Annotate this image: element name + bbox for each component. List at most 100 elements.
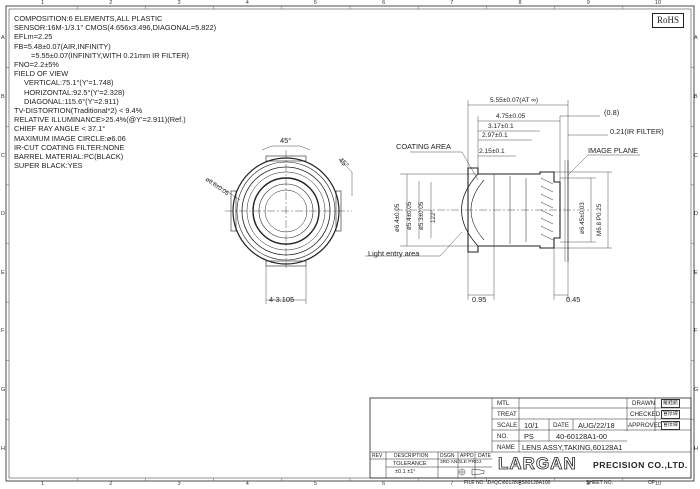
grid-col-top-1: 1 xyxy=(41,0,45,6)
note-image-circle: MAXIMUM IMAGE CIRCLE:ø6.06 xyxy=(14,133,126,143)
note-illuminance: RELATIVE ILLUMINANCE>25.4%(@Y'=2.911)(Re… xyxy=(14,115,186,125)
note-super-black: SUPER BLACK:YES xyxy=(14,161,83,171)
tb-mtl-label: MTL xyxy=(497,400,510,407)
grid-row-left-D: D xyxy=(1,211,5,218)
company-name: PRECISION CO.,LTD. xyxy=(593,460,688,470)
tb-name-label: NAME xyxy=(497,444,515,451)
rohs-badge: RoHS xyxy=(652,13,684,28)
grid-col-bottom-4: 4 xyxy=(245,481,249,487)
dim-0-95: 0.95 xyxy=(472,295,487,304)
grid-row-right-G: G xyxy=(694,387,699,394)
dim-0-8: (0.8) xyxy=(604,108,620,117)
grid-col-top-2: 2 xyxy=(109,0,113,6)
dim-total: 5.55±0.07(AT ∞) xyxy=(490,97,539,104)
tb-drawing-number: 40-60128A1-00 xyxy=(556,432,607,441)
grid-row-left-F: F xyxy=(1,328,5,335)
dia-5-4: ø5.4±0.05 xyxy=(406,201,413,230)
tb-rev-date-label: DATE xyxy=(478,453,491,459)
company-logo: LARGAN xyxy=(498,454,577,474)
grid-col-bottom-6: 6 xyxy=(382,481,386,487)
tb-sheet-value: OF xyxy=(648,480,655,486)
tb-file-number: FILE NO. \D#QC\60128\PS60128A100 xyxy=(464,480,551,486)
tb-rev-label: REV xyxy=(372,453,383,459)
angle-122: 122° xyxy=(430,209,437,223)
note-chief-ray: CHIEF RAY ANGLE < 37.1° xyxy=(14,124,106,134)
title-block-lines xyxy=(369,397,692,479)
grid-col-bottom-9: 9 xyxy=(586,481,590,487)
coating-area-label: COATING AREA xyxy=(396,142,451,151)
grid-row-left-A: A xyxy=(1,35,5,42)
tb-checked-label: CHECKED xyxy=(630,411,661,418)
dim-ir-filter: 0.21(IR FILTER) xyxy=(610,127,664,136)
grid-col-top-9: 9 xyxy=(586,0,590,6)
tb-dsgn-label: DSGN xyxy=(440,453,455,459)
image-plane-label: IMAGE PLANE xyxy=(588,146,639,155)
grid-col-bottom-5: 5 xyxy=(313,481,317,487)
grid-col-top-4: 4 xyxy=(245,0,249,6)
grid-col-top-7: 7 xyxy=(450,0,454,6)
grid-col-bottom-3: 3 xyxy=(177,481,181,487)
grid-row-right-E: E xyxy=(694,269,698,276)
note-fov-vertical: VERTICAL:75.1°(Y'=1.748) xyxy=(24,78,114,88)
tb-stamp-checked: 官厚緯 xyxy=(661,410,681,419)
grid-row-right-B: B xyxy=(694,93,698,100)
dim-2-97: 2.97±0.1 xyxy=(482,132,508,139)
grid-col-top-3: 3 xyxy=(177,0,181,6)
note-composition: COMPOSITION:6 ELEMENTS,ALL PLASTIC xyxy=(14,14,163,23)
note-fb-air: FB=5.48±0.07(AIR,INFINITY) xyxy=(14,41,111,51)
specification-notes: COMPOSITION:6 ELEMENTS,ALL PLASTIC SENSO… xyxy=(14,14,216,170)
tb-appd-label: APPD xyxy=(460,453,474,459)
tb-tolerance-value: ±0.1 ±1° xyxy=(395,469,416,475)
tb-approved-label: APPROVED xyxy=(628,422,663,429)
note-ir-cut: IR-CUT COATING FILTER:NONE xyxy=(14,142,125,152)
note-fno: FNO=2.2±5% xyxy=(14,60,59,70)
grid-col-bottom-2: 2 xyxy=(109,481,113,487)
grid-ticks xyxy=(6,6,694,481)
grid-row-left-E: E xyxy=(1,269,5,276)
front-view xyxy=(209,145,353,304)
dim-0-45: 0.45 xyxy=(566,295,581,304)
note-sensor: SENSOR:16M-1/3.1" CMOS(4.656x3.496,DIAGO… xyxy=(14,23,217,33)
dim-2-15: 2.15±0.1 xyxy=(479,148,505,155)
tb-drawn-label: DRAWN xyxy=(632,400,656,407)
grid-row-left-C: C xyxy=(1,152,5,159)
dia-5-3: ø5.3±0.05 xyxy=(418,201,425,230)
dim-3-17: 3.17±0.1 xyxy=(488,123,514,130)
grid-row-right-D: D xyxy=(694,211,698,218)
tb-no-label: NO. xyxy=(497,433,509,440)
grid-row-right-A: A xyxy=(694,35,698,42)
note-fov-horizontal: HORIZONTAL:92.5°(Y'=2.328) xyxy=(24,87,125,97)
grid-col-top-6: 6 xyxy=(382,0,386,6)
front-flats-dimension: 4-3.105 xyxy=(269,295,295,304)
grid-row-right-H: H xyxy=(694,445,698,452)
tb-treat-label: TREAT xyxy=(497,411,517,418)
tb-name-value: LENS ASSY,TAKING,60128A1 xyxy=(522,443,623,452)
dia-6-4: ø6.4±0.05 xyxy=(394,203,401,232)
tb-tolerance-label: TOLERANCE xyxy=(393,461,427,467)
tb-no-value: PS xyxy=(524,432,534,441)
tb-date-value: AUG/22/18 xyxy=(578,421,615,430)
grid-row-right-C: C xyxy=(694,152,698,159)
grid-col-top-10: 10 xyxy=(654,0,662,6)
note-efl: EFLm=2.25 xyxy=(14,32,53,42)
grid-col-top-8: 8 xyxy=(518,0,522,6)
tb-date-label: DATE xyxy=(553,422,570,429)
tb-projection: 3RD ANGLE PROJ. xyxy=(440,460,483,465)
tb-scale-value: 10/1 xyxy=(524,421,539,430)
grid-col-bottom-10: 10 xyxy=(654,481,662,487)
note-barrel: BARREL MATERIAL:PC(BLACK) xyxy=(14,152,124,162)
note-distortion: TV-DISTORTION(Traditional*2) < 9.4% xyxy=(14,106,143,116)
grid-col-bottom-8: 8 xyxy=(518,481,522,487)
grid-row-left-H: H xyxy=(1,445,5,452)
grid-col-bottom-1: 1 xyxy=(41,481,45,487)
note-fb-filter: =5.55±0.07(INFINITY,WITH 0.21mm IR FILTE… xyxy=(31,50,189,60)
dim-4-75: 4.75±0.05 xyxy=(496,113,526,120)
light-entry-label: Light entry area xyxy=(368,249,420,258)
thread-spec: M6.8 P0.25 xyxy=(596,203,603,236)
side-view xyxy=(365,100,640,300)
grid-row-left-G: G xyxy=(1,387,6,394)
tb-stamp-drawn: 羅鈺航 xyxy=(661,399,681,408)
grid-row-left-B: B xyxy=(1,93,5,100)
